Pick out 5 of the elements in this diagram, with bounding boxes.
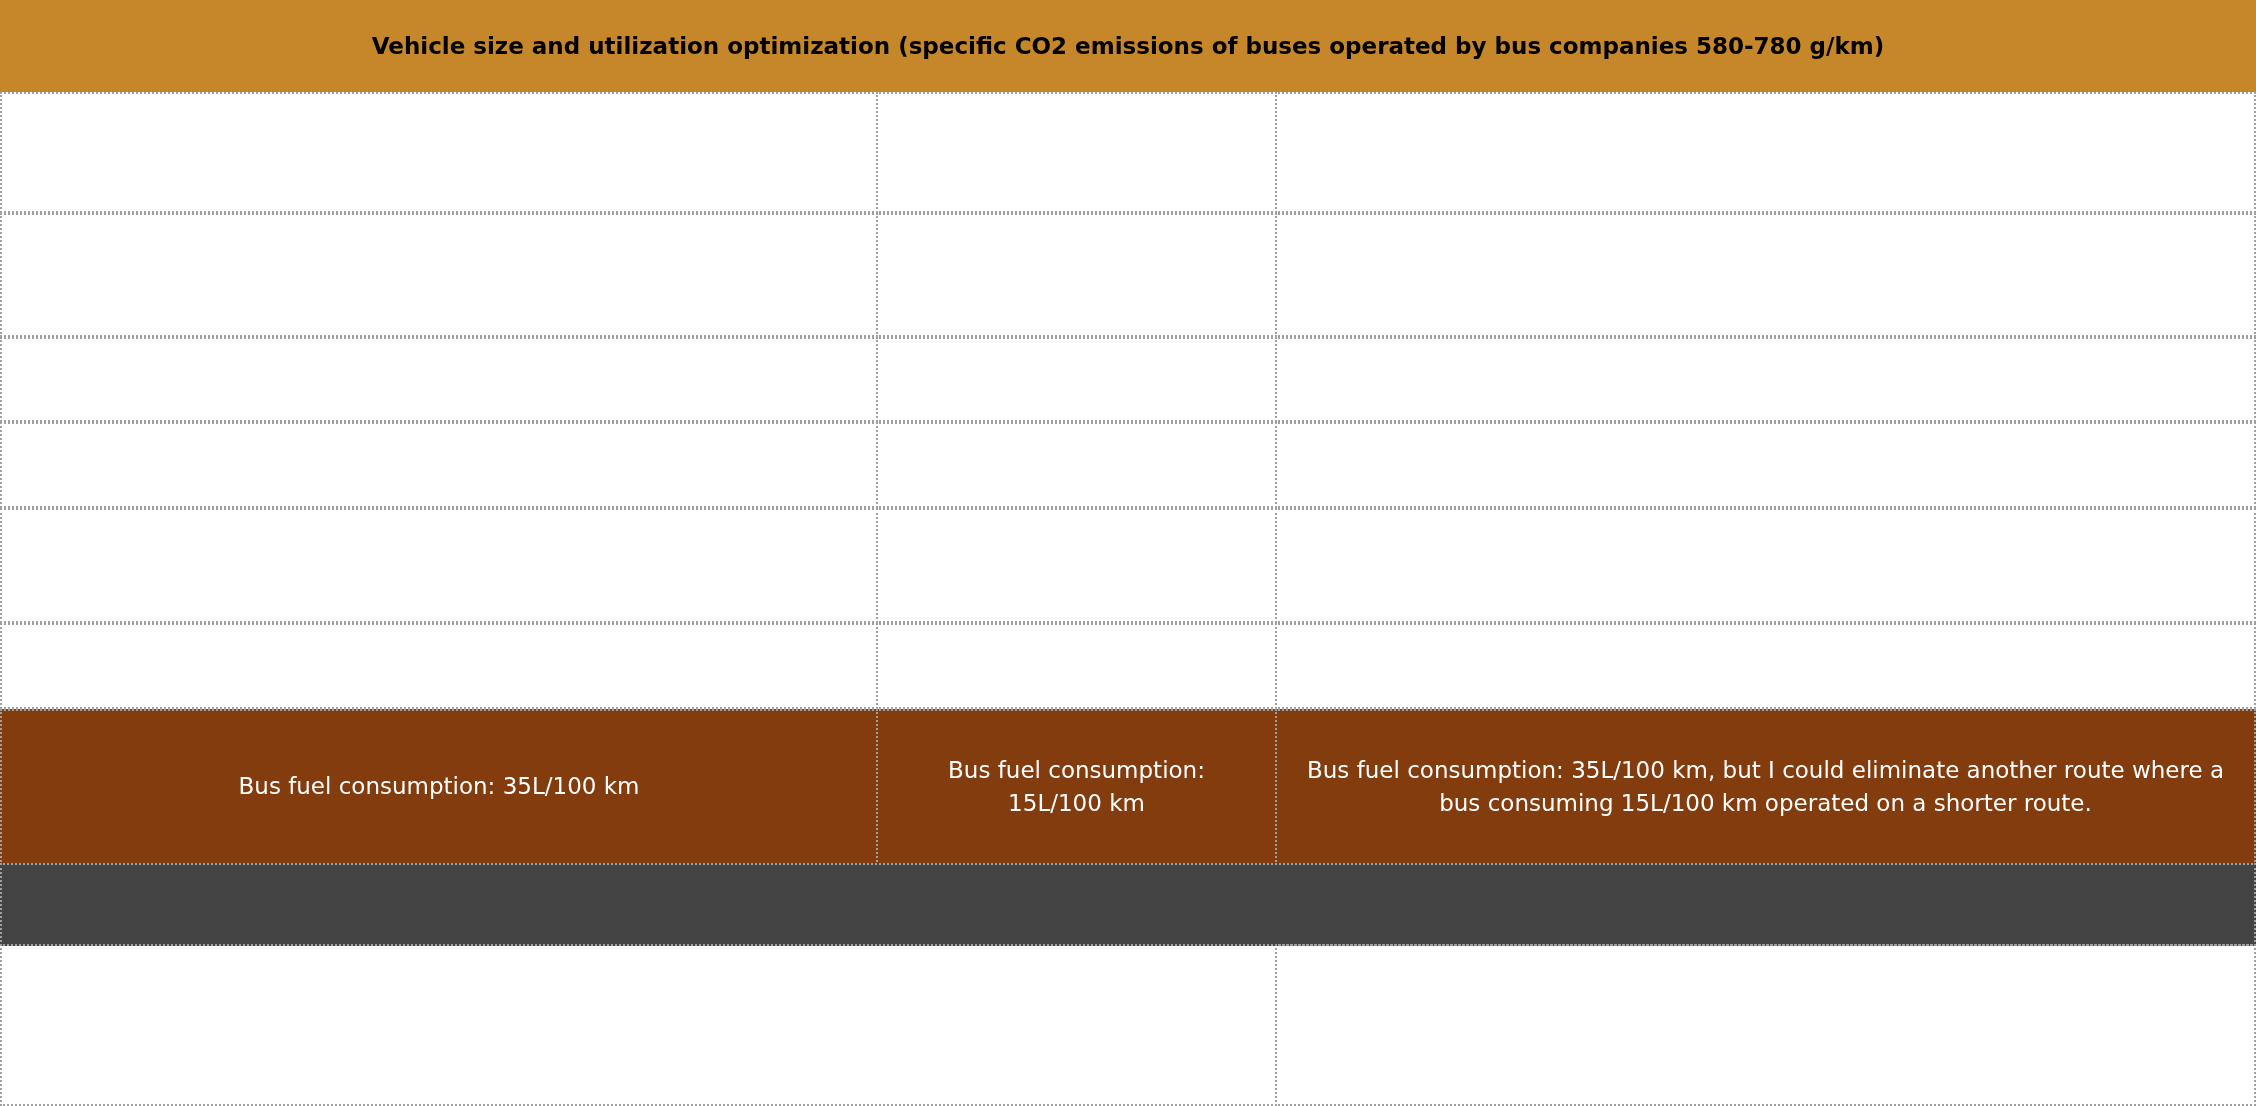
dark-band <box>0 863 2256 946</box>
cell-text: Bus fuel consumption: 15L/100 km <box>947 755 1206 818</box>
cell-text: Bus fuel consumption: 35L/100 km <box>237 772 641 802</box>
cell-text: Bus fuel consumption: 35L/100 km, but I could eliminate another route where a bus consuming 15L/100 km operated on a shorter route. <box>1306 755 2225 818</box>
table-title: Vehicle size and utilization optimization (specific CO2 emissions of buses operated by bus companies 580-780 g/km) <box>371 33 1885 59</box>
